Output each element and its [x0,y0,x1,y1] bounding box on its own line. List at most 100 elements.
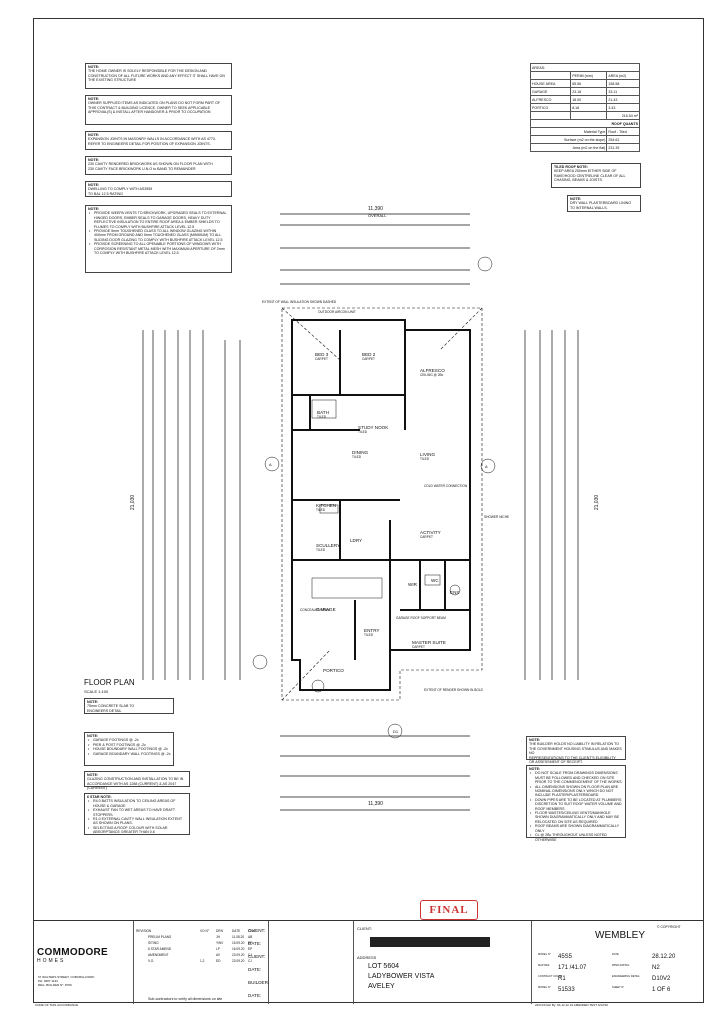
rev-cell: JH [216,935,220,939]
note-heading: NOTE: [88,133,100,137]
note-bullet: PROVIDE SCREENING TO ALL OPENABLE PORTIO… [88,242,229,255]
address-line: LADYBOWER VISTA [368,973,435,980]
field-label: CONTRACT COUNT [538,975,563,978]
field-label: WIND RATING [612,964,630,967]
room-name: BED 3 [315,352,329,357]
note-line: REPRESENTATIONS TO THE CLIENT'S ELIGIBIL… [529,755,616,760]
client-label-main: CLIENT: [357,926,372,931]
title-block [33,920,704,1004]
address-line: LOT 5604 [368,963,400,970]
field-label: DATE [612,953,619,956]
roof-label: Area (m2 on the flat) [529,143,608,152]
glazing-note: NOTE:GLAZING CONSTRUCTION AND INSTALLATI… [84,771,190,790]
copyright: © COPYRIGHT [657,925,681,929]
plan-note: COLD WATER CONNECTION [424,484,468,488]
note-line: TO INTERNAL WALLS. [570,205,608,210]
section-marker-a-right: A [485,464,488,469]
plan-note: SHOWER NICHE [484,515,510,519]
room-name: ACTIVITY [420,530,441,535]
note-line: ENGINEERS DETAIL [87,708,122,713]
rev-cell: SITING [148,941,159,945]
field-value: 171 /41.07 [558,965,587,971]
note-bullet: R4.0 BATTS INSULATION TO CEILING AREAS O… [87,799,187,808]
room-name: SCULLERY [316,543,341,548]
note-line: CONSTRUCTION OF ALL FUTURE WORKS AND ANY… [88,73,225,78]
note-bullet: GARAGE BOUNDARY WALL FOOTINGS @ -2c [87,752,171,757]
section-marker-a-left: A [269,462,272,467]
client-field-label: DATE: [248,941,262,946]
rev-header: CHK [248,929,255,933]
section-marker-d1: D1 [393,729,399,734]
rev-header: REVISION [136,929,152,933]
rev-cell: 11.08.20 [232,935,245,939]
rev-header: VO N° [200,929,210,933]
field-label: SHEET N° [612,986,625,989]
rev-cell: 16.09.20 [232,947,245,951]
bushfire-note: NOTE:PROVIDE WEEPA VENTS TO BRICKWORK, U… [85,205,232,273]
room-finish: CARPET [315,357,328,361]
room-name: PORTICO [323,668,344,673]
room-name: DINING [352,450,369,455]
plan-note: OUTDOOR AIRCON UNIT [318,310,356,314]
six-star-note: 6 STAR NOTE:R4.0 BATTS INSULATION TO CEI… [84,793,190,835]
note-bullet: FLOOR WASTES/CEILING VENTS/MANHOLE SHOWN… [529,811,623,824]
room-name: MASTER SUITE [412,640,446,645]
rev-cell: ED [216,959,221,963]
client-field-label: DATE: [248,967,262,972]
floor-plan-scale: SCALE 1:100 [84,689,109,694]
note-heading: NOTE: [529,738,541,742]
note-line: APPROVAL(S) & INSTALL AFTER HANDOVER & P… [88,110,211,115]
rev-cell: 23.09.20 [232,959,245,963]
rev-cell: LP [216,947,220,951]
overall-left-dim: 21,030 [130,494,137,511]
field-label: MAP REF [538,964,550,967]
note-line: REFER TO ENGINEERS DETAIL FOR POSITION O… [88,141,211,146]
note-bullet: SELECTING A ROOF COLOUR WITH SOLAR ABSOR… [87,826,187,835]
room-finish: CARPET [420,535,433,539]
client-field-label: CLIENT: [248,954,266,959]
note-bullet: R1.0 EXTERNAL CAVITY WALL INSULATION EXT… [87,817,187,826]
note-heading: NOTE: [88,183,100,187]
rev-cell: CJ [248,953,252,957]
footer-right: 22/C/20 Ref By: 9A 12.12.19 AMENDED TEST… [535,1003,608,1007]
general-right-notes: NOTE:DO NOT SCALE FROM DRAWINGS DIMENSIO… [526,765,626,842]
note-heading: NOTE: [88,97,100,101]
footing-note: NOTE:GARAGE FOOTINGS @ -2cPIER & POST FO… [84,732,174,766]
rev-header: DRN [216,929,223,933]
note-line: TO BAL 12.5 RATING [88,191,123,196]
general-note: NOTE:230 CAVITY RENDERED BRICKWORK AS SH… [85,156,232,175]
note-heading: NOTE: [88,65,100,69]
note-line: THE EXISTING STRUCTURE [88,78,137,83]
footer-left: CODE OF THIS ACCORDANCE [35,1003,79,1007]
note-line: CHASING, BEAMS & JOISTS. [554,178,603,183]
address-line: AVELEY [368,983,395,990]
note-line: RAKE/HOOD CENTRELINE CLEAR OF ALL [554,173,626,178]
rev-cell: 6 STAR AMEND [148,947,172,951]
note-bullet: ALL DIMENSIONS SHOWN ON FLOOR PLAN ARE N… [529,785,623,798]
note-line: THIS CONTRACT & BUILDING LICENCE. OWNER … [88,105,211,110]
company-address-line: PH: 9287 1133 [38,979,58,983]
rev-cell: YWV [216,941,224,945]
rev-cell: EP [248,947,253,951]
field-value: R1 [558,976,566,982]
rev-cell: CJ [248,959,252,963]
room-finish: TILED [420,457,430,461]
rev-header: DATE [232,929,241,933]
floor-plan-title: FLOOR PLAN [84,678,135,687]
field-label: MODEL N° [538,986,551,989]
room-name: LIVING [420,452,436,457]
note-bullet: PROVIDE WEEPA VENTS TO BRICKWORK, UPGRAD… [88,211,229,229]
room-finish: TILED [358,430,368,434]
note-line: 230 CAVITY RENDERED BRICKWORK AS SHOWN O… [88,162,213,167]
note-line: OR ASSESSMENT OF RECEIPT. [529,760,583,765]
overall-right-dim: 21,030 [594,494,601,511]
field-label: MODEL N° [538,953,551,956]
drawing-sheet [33,18,704,1003]
note-heading: NOTE: [570,197,582,201]
field-value: 45S5 [558,954,573,960]
note-line: THE HOME OWNER IS SOLELY RESPONSIBLE FOR… [88,69,208,74]
